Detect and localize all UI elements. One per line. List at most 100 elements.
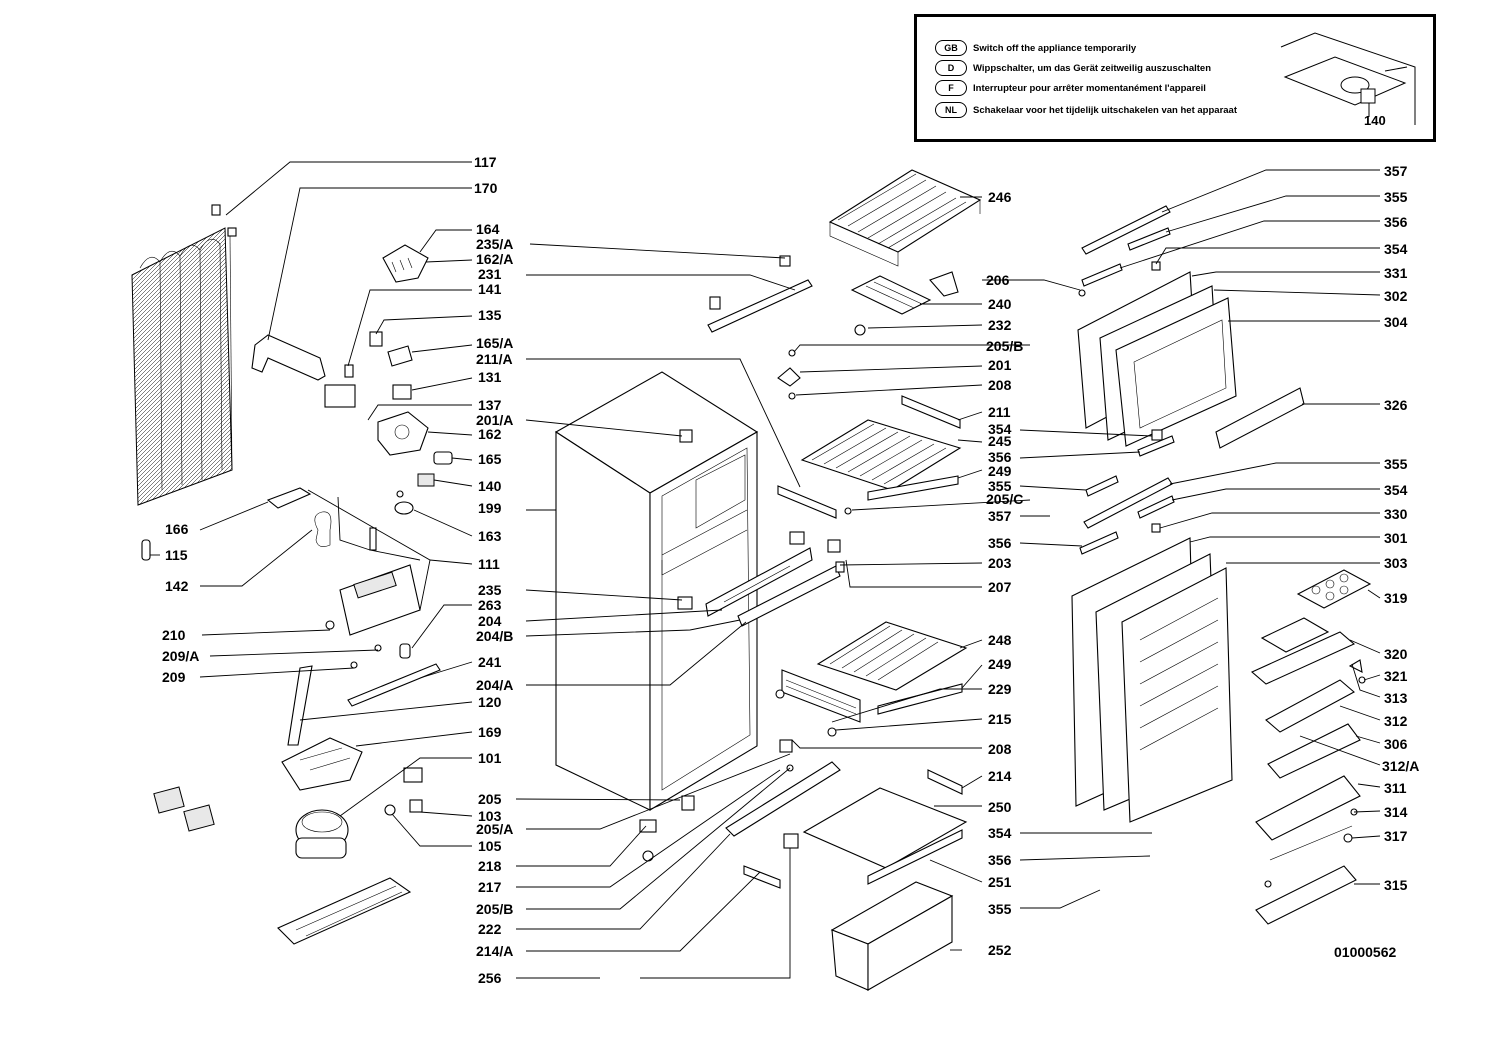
part-label-162-a: 162/A	[476, 251, 513, 267]
document-number: 01000562	[1334, 944, 1397, 960]
legend-row-nl: NL Schakelaar voor het tijdelijk uitscha…	[935, 101, 1237, 119]
light-switch-141	[324, 364, 356, 408]
part-label-357: 357	[988, 508, 1012, 524]
part-label-354: 354	[1384, 241, 1408, 257]
part-label-313: 313	[1384, 690, 1408, 706]
part-label-170: 170	[474, 180, 498, 196]
part-label-162: 162	[478, 426, 502, 442]
part-label-164: 164	[476, 221, 500, 237]
drain-pipe-120	[287, 665, 313, 746]
part-label-101: 101	[478, 750, 502, 766]
part-label-301: 301	[1384, 530, 1408, 546]
condenser-coil	[131, 204, 237, 506]
lang-badge-d: D	[935, 60, 967, 76]
small-fittings-center	[777, 289, 1086, 573]
part-label-204-b: 204/B	[476, 628, 513, 644]
legend-text-f: Interrupteur pour arrêter momentanément …	[973, 82, 1206, 94]
part-label-208: 208	[988, 741, 1012, 757]
part-label-355: 355	[988, 901, 1012, 917]
part-label-217: 217	[478, 879, 502, 895]
part-label-356: 356	[988, 449, 1012, 465]
part-label-249: 249	[988, 656, 1012, 672]
switch-legend-box: GB Switch off the appliance temporarily …	[914, 14, 1436, 142]
part-label-355: 355	[988, 478, 1012, 494]
part-label-205-a: 205/A	[476, 821, 513, 837]
part-label-250: 250	[988, 799, 1012, 815]
relay-parts-103-105	[384, 767, 423, 816]
part-label-355: 355	[1384, 456, 1408, 472]
egg-tray-319	[1296, 569, 1372, 609]
part-label-207: 207	[988, 579, 1012, 595]
compressor-base-plate	[277, 877, 412, 945]
part-label-201: 201	[988, 357, 1012, 373]
part-label-256: 256	[478, 970, 502, 986]
part-label-214-a: 214/A	[476, 943, 513, 959]
shelf-248	[816, 621, 968, 715]
part-label-169: 169	[478, 724, 502, 740]
part-label-246: 246	[988, 189, 1012, 205]
rail-214A	[743, 833, 799, 889]
door-shelves-right	[1250, 617, 1366, 925]
part-label-241: 241	[478, 654, 502, 670]
switch-location-sketch	[1280, 32, 1416, 125]
glass-shelf-250	[802, 787, 968, 885]
crisper-frame-229	[775, 669, 861, 737]
part-label-354: 354	[1384, 482, 1408, 498]
lang-badge-nl: NL	[935, 102, 967, 118]
part-label-331: 331	[1384, 265, 1408, 281]
freezer-door-301-302-304	[1077, 271, 1237, 447]
part-label-204: 204	[478, 613, 502, 629]
part-label-321: 321	[1384, 668, 1408, 684]
part-label-140: 140	[478, 478, 502, 494]
legend-row-d: D Wippschalter, um das Gerät zeitweilig …	[935, 59, 1211, 77]
part-label-229: 229	[988, 681, 1012, 697]
part-label-326: 326	[1384, 397, 1408, 413]
evaporator-plate-111	[339, 564, 421, 636]
legend-row-f: F Interrupteur pour arrêter momentanémen…	[935, 79, 1206, 97]
lamp-holder-131	[392, 384, 412, 400]
part-label-263: 263	[478, 597, 502, 613]
part-label-120: 120	[478, 694, 502, 710]
part-label-214: 214	[988, 768, 1012, 784]
rails-235-204	[677, 531, 841, 627]
shelf-245	[800, 419, 962, 491]
part-label-117: 117	[474, 154, 497, 170]
part-label-235-a: 235/A	[476, 236, 513, 252]
thermostat-162	[377, 411, 429, 456]
part-label-201-a: 201/A	[476, 412, 513, 428]
part-label-317: 317	[1384, 828, 1408, 844]
switch-135	[369, 331, 383, 347]
part-label-111: 111	[478, 556, 500, 572]
part-label-252: 252	[988, 942, 1012, 958]
part-label-232: 232	[988, 317, 1012, 333]
compressor-tray-169	[281, 737, 363, 791]
heater-element-166	[266, 487, 312, 509]
part-label-240: 240	[988, 296, 1012, 312]
legend-text-d: Wippschalter, um das Gerät zeitweilig au…	[973, 62, 1212, 74]
part-label-135: 135	[478, 307, 502, 323]
freezer-shelf-246	[828, 169, 982, 267]
part-label-163: 163	[478, 528, 502, 544]
part-label-356: 356	[988, 535, 1012, 551]
part-label-166: 166	[165, 521, 189, 537]
part-label-354: 354	[988, 421, 1012, 437]
part-label-205-b: 205/B	[476, 901, 513, 917]
part-label-103: 103	[478, 808, 502, 824]
lang-badge-gb: GB	[935, 40, 967, 56]
part-label-199: 199	[478, 500, 502, 516]
shelf-trim-249-211	[867, 395, 961, 501]
part-label-357: 357	[1384, 163, 1408, 179]
rail-211A	[777, 485, 837, 519]
legend-row-gb: GB Switch off the appliance temporarily	[935, 39, 1136, 57]
fridge-cabinet-199	[554, 371, 759, 811]
small-parts-left	[325, 620, 411, 669]
part-label-165: 165	[478, 451, 502, 467]
part-label-303: 303	[1384, 555, 1408, 571]
part-label-205-b: 205/B	[986, 338, 1023, 354]
part-label-211: 211	[988, 404, 1011, 420]
leader-lines	[150, 161, 1381, 979]
part-label-355: 355	[1384, 189, 1408, 205]
coil-clip-115	[141, 539, 151, 561]
thermostat-housing-164	[382, 244, 429, 283]
